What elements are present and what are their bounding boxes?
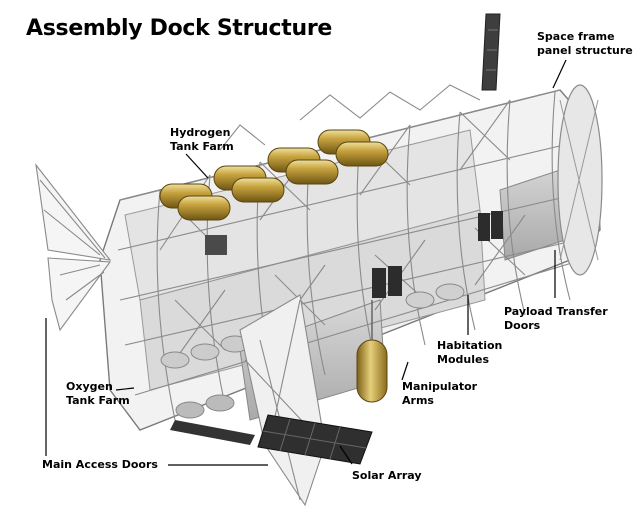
label-space-frame: Space frame panel structure: [537, 30, 633, 58]
leader-manipulator: [401, 361, 409, 381]
label-oxygen-line1: Oxygen: [66, 380, 113, 393]
label-manipulator-line2: Arms: [402, 394, 434, 407]
leader-oxygen: [115, 387, 135, 391]
label-oxygen-line2: Tank Farm: [66, 394, 130, 407]
leader-hydrogen: [185, 153, 209, 179]
label-hydrogen: Hydrogen Tank Farm: [170, 126, 234, 154]
label-payload-line2: Doors: [504, 319, 541, 332]
hydrogen-tanks: [159, 129, 389, 221]
label-main-access-line1: Main Access Doors: [42, 458, 158, 471]
label-habitation-line2: Modules: [437, 353, 489, 366]
label-oxygen: Oxygen Tank Farm: [66, 380, 130, 408]
label-space-frame-line2: panel structure: [537, 44, 633, 57]
label-main-access: Main Access Doors: [42, 458, 158, 472]
label-hydrogen-line1: Hydrogen: [170, 126, 231, 139]
label-hydrogen-line2: Tank Farm: [170, 140, 234, 153]
left-fan-panels: [35, 163, 112, 332]
label-solar-line1: Solar Array: [352, 469, 422, 482]
base-rail: [170, 420, 255, 445]
label-space-frame-line1: Space frame: [537, 30, 615, 43]
solar-mast: [481, 13, 501, 91]
diagram-title: Assembly Dock Structure: [26, 16, 333, 41]
leader-lines: [45, 59, 567, 466]
leader-solar: [339, 445, 353, 465]
label-habitation-line1: Habitation: [437, 339, 503, 352]
oxygen-tanks: [160, 283, 465, 419]
label-payload-doors: Payload Transfer Doors: [504, 305, 608, 333]
manipulator-capsule: [356, 300, 388, 403]
label-manipulator-line1: Manipulator: [402, 380, 478, 393]
leader-space-frame: [552, 59, 567, 89]
transfer-doors: [205, 211, 503, 298]
right-end-cap: [557, 84, 603, 276]
label-solar-array: Solar Array: [352, 469, 422, 483]
label-manipulator: Manipulator Arms: [402, 380, 477, 408]
label-payload-line1: Payload Transfer: [504, 305, 608, 318]
label-habitation: Habitation Modules: [437, 339, 502, 367]
